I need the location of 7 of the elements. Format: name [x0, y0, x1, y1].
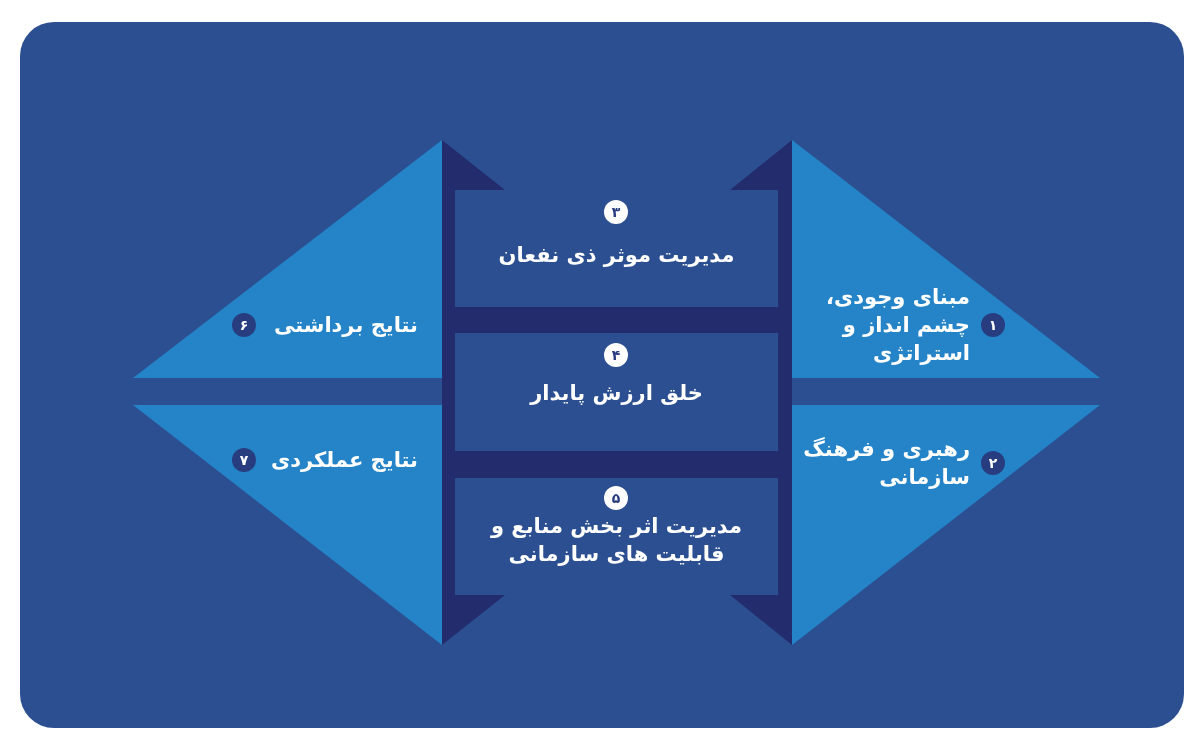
criterion-label: مدیریت اثر بخش منابع و قابلیت های سازمانی [489, 513, 743, 568]
criterion-label: رهبری و فرهنگ سازمانی [802, 436, 970, 491]
criterion-label: نتایج عملکردی [270, 447, 418, 474]
criterion-label: مبنای وجودی، چشم انداز و استراتژی [825, 284, 970, 367]
criterion-label: نتایج برداشتی [272, 312, 418, 339]
criterion-label: مدیریت موثر ذی نفعان [497, 242, 736, 269]
criterion-label: خلق ارزش پایدار [528, 380, 704, 407]
